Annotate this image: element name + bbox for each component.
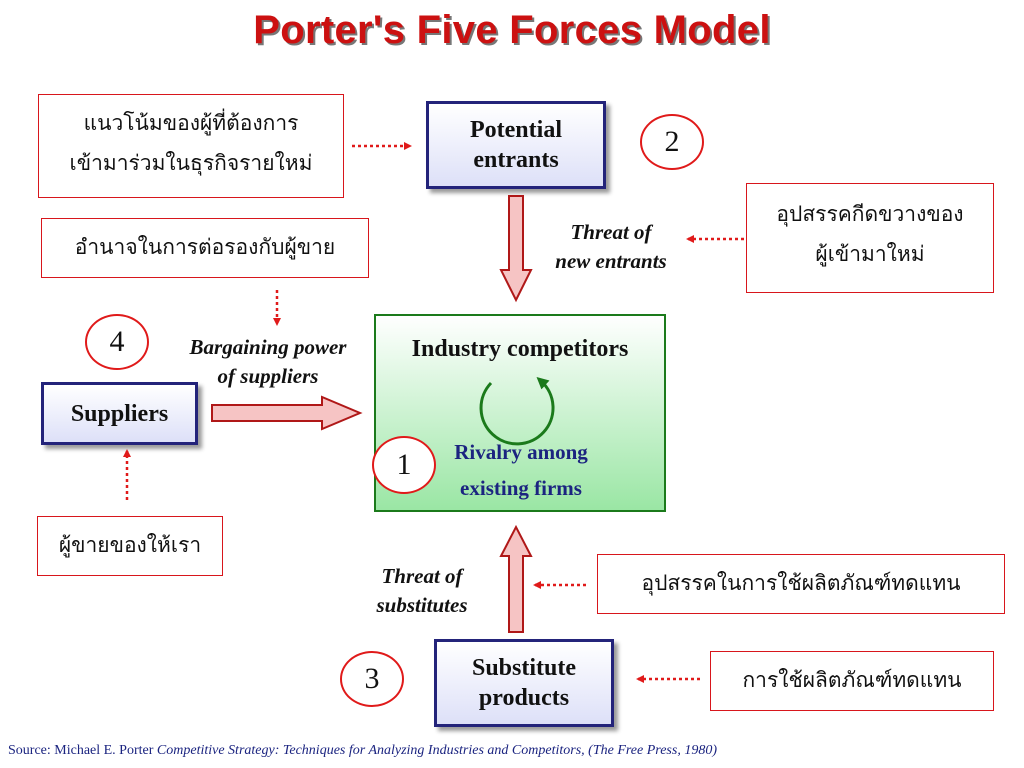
rivalry-cycle-icon xyxy=(479,376,555,446)
substitute-products-box: Substitute products xyxy=(434,639,614,727)
threat-new-entrants-line-1: Threat of xyxy=(570,220,652,244)
substitute-products-line-2: products xyxy=(478,685,570,711)
bargaining-power-line-1: Bargaining power xyxy=(189,335,347,359)
potential-entrants-line-2: entrants xyxy=(473,147,559,173)
force-number-3: 3 xyxy=(340,651,404,707)
substitute-products-line-1: Substitute xyxy=(471,655,577,681)
potential-entrants-line-1: Potential xyxy=(470,117,562,143)
rivalry-text: Rivalry among existing firms xyxy=(416,434,626,506)
thai-bargaining-box: อำนาจในการต่อรองกับผู้ขาย xyxy=(41,218,369,278)
thai-barrier-line-2: ผู้เข้ามาใหม่ xyxy=(815,242,925,266)
potential-entrants-box: Potential entrants xyxy=(426,101,606,189)
page-title: Porter's Five Forces Model xyxy=(253,8,771,52)
arrow-new-entrants xyxy=(499,195,533,303)
suppliers-box: Suppliers xyxy=(41,382,198,445)
thai-sub-use-box: การใช้ผลิตภัณฑ์ทดแทน xyxy=(710,651,994,711)
threat-new-entrants-line-2: new entrants xyxy=(555,249,667,273)
arrow-bargaining-power xyxy=(211,395,363,431)
bargaining-power-label: Bargaining power of suppliers xyxy=(168,333,368,391)
bargaining-power-line-2: of suppliers xyxy=(217,364,319,388)
thai-trend-box: แนวโน้มของผู้ที่ต้องการ เข้ามาร่วมในธุรก… xyxy=(38,94,344,198)
threat-substitutes-label: Threat of substitutes xyxy=(352,562,492,620)
threat-new-entrants-label: Threat of new entrants xyxy=(526,218,696,276)
thai-trend-line-1: แนวโน้มของผู้ที่ต้องการ xyxy=(83,111,299,135)
force-number-2: 2 xyxy=(640,114,704,170)
threat-substitutes-line-2: substitutes xyxy=(376,593,468,617)
thai-supplier-box: ผู้ขายของให้เรา xyxy=(37,516,223,576)
arrow-substitutes xyxy=(499,524,533,633)
industry-competitors-title: Industry competitors xyxy=(411,336,629,362)
force-number-1: 1 xyxy=(372,436,436,494)
thai-barrier-box: อุปสรรคกีดขวางของ ผู้เข้ามาใหม่ xyxy=(746,183,994,293)
thai-barrier-line-1: อุปสรรคกีดขวางของ xyxy=(776,202,964,226)
source-citation: Source: Michael E. Porter Competitive St… xyxy=(8,743,717,759)
force-number-4: 4 xyxy=(85,314,149,370)
threat-substitutes-line-1: Threat of xyxy=(381,564,463,588)
source-prefix: Source: Michael E. Porter xyxy=(8,743,157,758)
thai-trend-line-2: เข้ามาร่วมในธุรกิจรายใหม่ xyxy=(69,151,313,175)
thai-sub-barrier-box: อุปสรรคในการใช้ผลิตภัณฑ์ทดแทน xyxy=(597,554,1005,614)
rivalry-line-2: existing firms xyxy=(460,476,582,500)
source-work: Competitive Strategy: Techniques for Ana… xyxy=(156,743,717,758)
